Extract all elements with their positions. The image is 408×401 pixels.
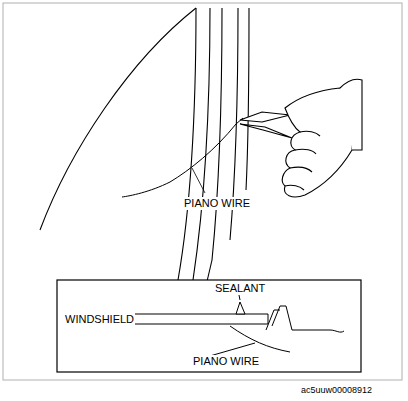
- part-label: PIANO WIRE: [183, 197, 251, 210]
- frame: [3, 3, 402, 380]
- part-label: SEALANT: [214, 282, 266, 295]
- part-label: WINDSHIELD: [64, 313, 135, 326]
- hand-with-pliers: [240, 79, 362, 197]
- section-inset: [57, 280, 361, 372]
- figure-code: ac5uuw00008912: [300, 384, 373, 397]
- part-label: PIANO WIRE: [192, 355, 260, 368]
- piano-wire: [122, 118, 243, 197]
